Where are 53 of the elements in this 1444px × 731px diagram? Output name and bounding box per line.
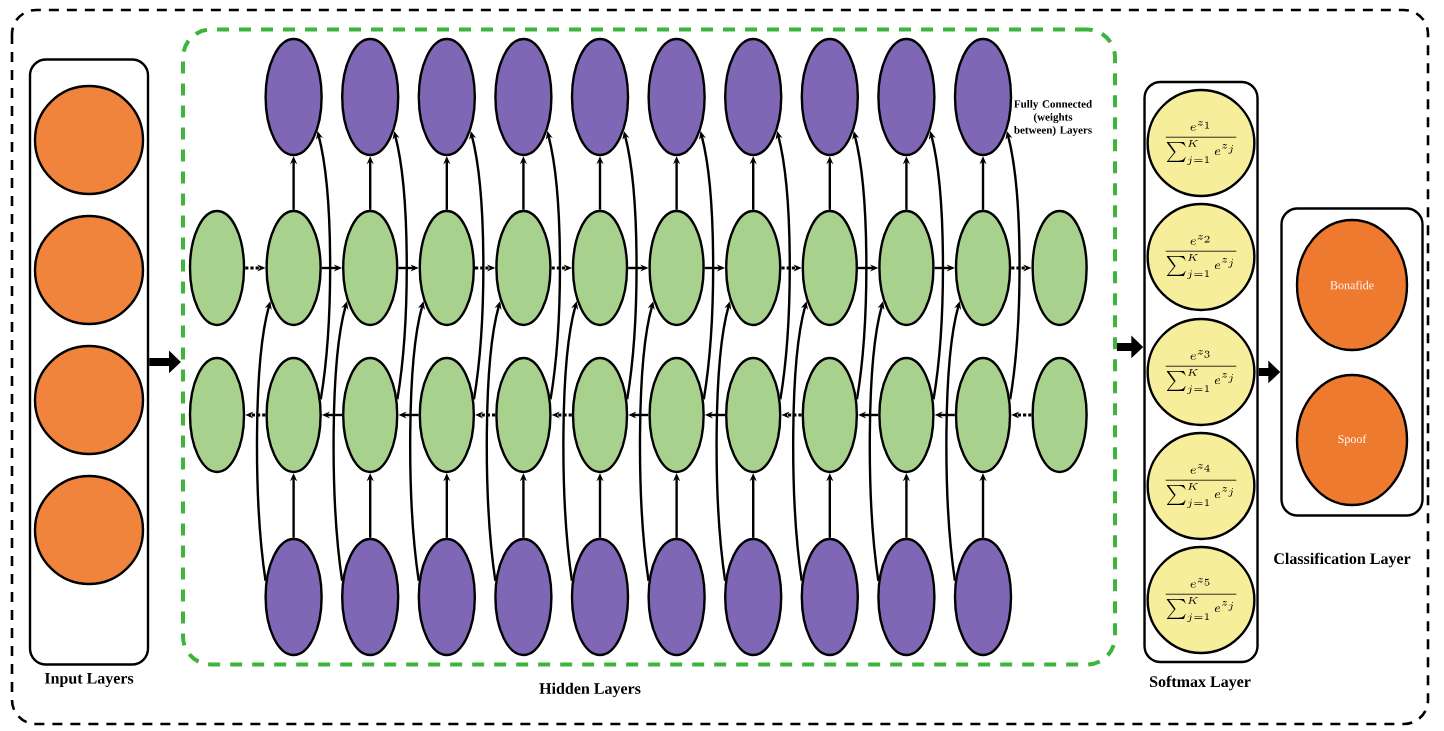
neuron-ellipse bbox=[342, 356, 399, 474]
neuron-ellipse bbox=[801, 356, 858, 474]
neuron-ellipse bbox=[954, 356, 1012, 474]
neuron-ellipse bbox=[648, 356, 705, 474]
neuron-ellipse bbox=[878, 356, 935, 474]
neuron-ellipse bbox=[647, 537, 706, 657]
neuron-ellipse bbox=[188, 356, 246, 474]
neuron-ellipse bbox=[494, 537, 553, 657]
neuron-ellipse bbox=[878, 209, 935, 327]
neuron-circle bbox=[33, 84, 145, 196]
neuron-ellipse bbox=[800, 537, 860, 657]
neuron-ellipse bbox=[725, 209, 782, 327]
neuron-ellipse bbox=[954, 209, 1012, 327]
neuron-ellipse bbox=[647, 37, 706, 157]
neuron-circle bbox=[33, 344, 145, 456]
note-text: Fully Connected (weights between) Layers bbox=[1014, 99, 1092, 136]
neuron-ellipse bbox=[724, 37, 783, 157]
neuron-ellipse bbox=[265, 209, 322, 327]
neuron-ellipse bbox=[1031, 209, 1088, 327]
neuron-ellipse bbox=[495, 209, 552, 327]
neuron-ellipse bbox=[265, 356, 322, 474]
neuron-ellipse bbox=[341, 537, 400, 657]
neuron-ellipse bbox=[417, 537, 476, 657]
layer-heading: Hidden Layers bbox=[539, 682, 641, 698]
neuron-circle bbox=[33, 214, 145, 326]
neuron-ellipse bbox=[264, 37, 323, 157]
layer-heading: Input Layers bbox=[44, 673, 134, 687]
neuron-ellipse bbox=[341, 37, 400, 157]
neuron-ellipse bbox=[953, 37, 1013, 157]
neuron-ellipse bbox=[418, 209, 475, 327]
neuron-ellipse bbox=[877, 537, 936, 657]
neuron-ellipse bbox=[342, 209, 399, 327]
neuron-ellipse bbox=[188, 209, 246, 327]
neuron-ellipse bbox=[418, 356, 475, 474]
neuron-ellipse bbox=[1031, 356, 1088, 474]
neuron-ellipse bbox=[494, 37, 553, 157]
neuron-ellipse bbox=[725, 356, 782, 474]
layer-heading: Classification Layer bbox=[1274, 552, 1411, 568]
layer-heading: Softmax Layer bbox=[1150, 675, 1251, 691]
neuron-ellipse bbox=[571, 209, 629, 327]
neuron-ellipse bbox=[877, 37, 936, 157]
neuron-ellipse bbox=[724, 537, 783, 657]
neuron-circle bbox=[33, 474, 145, 586]
neuron-ellipse bbox=[800, 37, 860, 157]
neuron-ellipse bbox=[417, 37, 476, 157]
neuron-ellipse bbox=[570, 537, 630, 657]
neuron-ellipse bbox=[648, 209, 705, 327]
neuron-ellipse bbox=[570, 37, 630, 157]
neuron-ellipse bbox=[495, 356, 552, 474]
neuron-ellipse bbox=[264, 537, 323, 657]
neuron-ellipse bbox=[953, 537, 1013, 657]
neuron-ellipse bbox=[801, 209, 858, 327]
neuron-ellipse bbox=[571, 356, 629, 474]
